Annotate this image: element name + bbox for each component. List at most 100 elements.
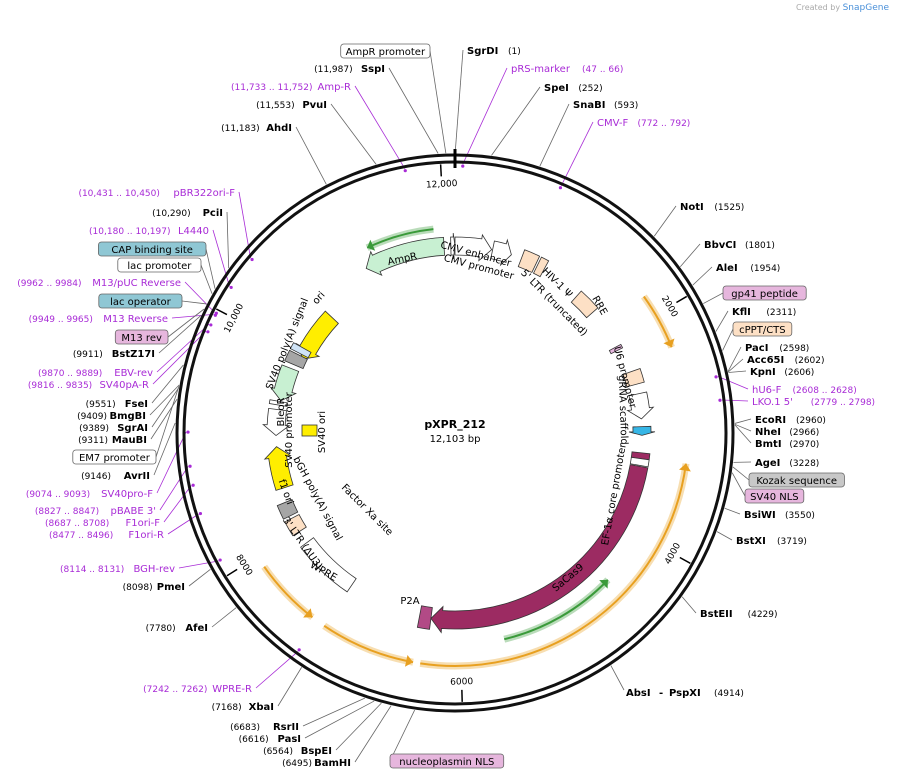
feature-bleor-arrow <box>269 364 300 402</box>
primer-name: WPRE-R <box>212 684 252 695</box>
boxed-feature-frame <box>117 257 202 273</box>
enzyme-name: BsiWI <box>744 510 776 521</box>
feature-sv40-polya-block <box>284 349 308 370</box>
enzyme-name: PvuI <box>302 100 327 111</box>
enzyme-site-pvui: PvuI(11,553) <box>256 100 327 111</box>
enzyme-site-bsiwi: BsiWI(3550) <box>744 510 815 521</box>
enzyme-name: XbaI <box>249 702 274 713</box>
boxed-feature-frame <box>732 321 793 337</box>
leader-line <box>727 358 744 373</box>
boxed-feature-label: CAP binding site <box>111 245 193 256</box>
enzyme-position: (4229) <box>748 610 778 620</box>
primer-name: F1ori-F <box>126 518 161 529</box>
primer-name: M13 Reverse <box>103 314 168 325</box>
primer-f1ori-r: F1ori-R(8477 .. 8496) <box>49 511 203 541</box>
enzyme-name: PspXI <box>669 688 701 699</box>
enzyme-site-sspi: SspI(11,987) <box>314 64 385 75</box>
boxed-feature-ampr-promoter: AmpR promoter <box>340 43 431 59</box>
leader-line <box>304 700 375 739</box>
leader-line <box>388 67 439 154</box>
arc-p2a-wpre-region <box>323 624 414 664</box>
feature-label-p2a: P2A <box>400 596 419 607</box>
boxed-feature-m13-rev: M13 rev <box>114 329 169 345</box>
boxed-feature-label: lac operator <box>110 297 171 308</box>
feature-ori-arrow <box>295 310 339 360</box>
leader-line <box>692 266 713 286</box>
feature-label-sv40-ori: SV40 ori <box>317 411 328 453</box>
enzyme-site-pasi: PasI(6616) <box>239 734 301 745</box>
primer-name: M13/pUC Reverse <box>92 278 181 289</box>
primer-wpre-r: WPRE-R (7242 .. 7262) <box>143 648 301 695</box>
enzyme-position: (9911) <box>73 350 103 360</box>
primer-position: (8114 .. 8131) <box>60 565 124 575</box>
primer-position: (11,733 .. 11,752) <box>231 83 312 93</box>
primer-name: SV40pro-F <box>101 489 153 500</box>
leader-line <box>389 709 416 762</box>
leader-line <box>156 323 210 373</box>
arc-ef1a-sacas9-region-head <box>679 463 691 472</box>
enzyme-name: Acc65I <box>747 355 784 366</box>
primer-f1ori-f: F1ori-F(8687 .. 8708) <box>45 483 195 529</box>
enzyme-name: BamHI <box>314 758 351 769</box>
enzyme-site-bmgbi: BmgBI(9409) <box>77 411 146 422</box>
primer-amp-r: Amp-R (11,733 .. 11,752) <box>231 82 407 173</box>
boxed-feature-frame <box>98 293 183 309</box>
leader-line <box>716 531 733 541</box>
enzyme-position: (1525) <box>714 203 744 213</box>
leader-line <box>158 315 202 354</box>
enzyme-position: (6683) <box>230 723 260 733</box>
enzyme-name: BmtI <box>755 439 782 450</box>
leader-line <box>734 418 752 424</box>
enzyme-site-bsteii: BstEII (4229) <box>700 609 778 620</box>
feature-hiv-psi-block <box>532 256 550 278</box>
primer-name: Amp-R <box>318 82 352 93</box>
snapgene-watermark: Created by SnapGene <box>796 3 889 13</box>
tick-label-8000: 8000 <box>233 553 254 578</box>
leader-line <box>302 697 366 727</box>
enzyme-position: (9389) <box>79 424 109 434</box>
boxed-feature-gp41-peptide: gp41 peptide <box>722 285 807 301</box>
boxed-feature-label: Kozak sequence <box>756 476 837 487</box>
leader-line <box>152 330 207 385</box>
enzyme-site-bmti: BmtI(2970) <box>755 439 819 450</box>
leader-line <box>181 300 207 305</box>
enzyme-name: BmgBI <box>109 411 146 422</box>
boxed-feature-frame <box>98 241 207 257</box>
leader-line <box>163 485 192 523</box>
leader-line <box>211 607 237 628</box>
leader-line <box>539 103 570 167</box>
enzyme-site-noti: NotI(1525) <box>680 202 744 213</box>
leader-line <box>335 702 382 751</box>
primer-cmv-f: CMV-F(772 .. 792) <box>558 118 691 190</box>
primer-site-mark <box>297 648 301 652</box>
feature-f1-ori-arrow <box>263 446 294 491</box>
primer-position: (7242 .. 7262) <box>143 685 207 695</box>
boxed-feature-em7-promoter: EM7 promoter <box>72 449 157 465</box>
leader-line <box>155 386 180 458</box>
tick-label-6000: 6000 <box>450 677 473 688</box>
leader-line <box>295 126 327 185</box>
leader-line <box>728 370 747 373</box>
primer-lko-1-5: LKO.1 5'(2779 .. 2798) <box>718 397 875 408</box>
enzyme-name: SgrAI <box>117 423 148 434</box>
primer-prs-marker: pRS-marker(47 .. 66) <box>461 64 623 168</box>
enzyme-position: (9409) <box>77 412 107 422</box>
enzyme-position: (11,987) <box>314 65 353 75</box>
enzyme-name: BstEII <box>700 609 733 620</box>
feature-3ltr-block <box>284 513 307 537</box>
primer-name: L4440 <box>178 226 209 237</box>
feature-wpre-block <box>300 537 357 593</box>
enzyme-site-bstxi: BstXI(3719) <box>736 536 807 547</box>
primer-site-mark <box>250 257 254 262</box>
enzyme-site-pmei: PmeI(8098) <box>123 582 185 593</box>
arc-wpre-region-glow <box>261 564 315 621</box>
plasmid-length: 12,103 bp <box>430 434 481 445</box>
leader-line <box>731 472 746 497</box>
enzyme-position: (3719) <box>777 537 807 547</box>
primer-position: (772 .. 792) <box>638 119 691 129</box>
enzyme-name: AfeI <box>185 623 208 634</box>
boxed-feature-frame <box>340 43 431 59</box>
enzyme-position: (2598) <box>779 344 809 354</box>
primer-site-mark <box>206 330 210 334</box>
enzyme-name: AgeI <box>755 458 780 469</box>
